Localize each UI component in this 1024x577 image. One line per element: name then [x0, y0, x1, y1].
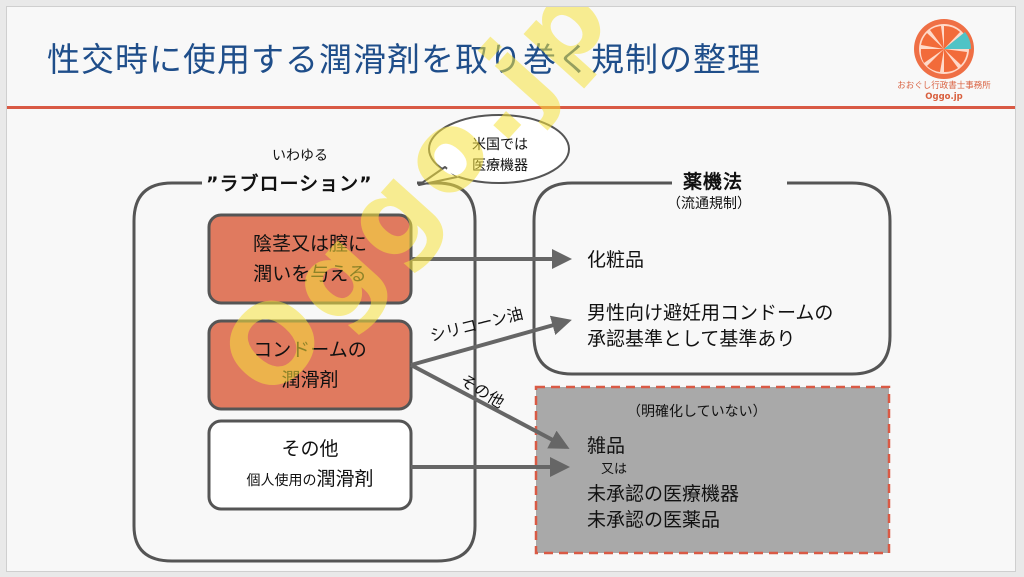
- unclear-line1: 雑品: [587, 435, 626, 457]
- yakki-item-condom-line2: 承認基準として基準あり: [587, 328, 796, 350]
- orange-slice-icon: [914, 19, 974, 79]
- unclear-line4: 未承認の医薬品: [587, 509, 721, 531]
- logo: おおぐし行政書士事務所 Oggo.jp: [885, 17, 1003, 107]
- yakki-subtitle: （流通規制）: [667, 196, 751, 212]
- speech-bubble-line1: 米国では: [472, 137, 528, 153]
- unclear-line3: 未承認の医療機器: [587, 483, 740, 505]
- logo-caption-line2: Oggo.jp: [925, 92, 963, 102]
- page-title: 性交時に使用する潤滑剤を取り巻く規制の整理: [47, 40, 761, 79]
- diagram-canvas: [132, 114, 892, 563]
- box-other-text: その他 個人使用の潤滑剤: [209, 421, 411, 509]
- logo-caption: おおぐし行政書士事務所 Oggo.jp: [885, 81, 1003, 103]
- unclear-line2: 又は: [601, 462, 628, 477]
- speech-bubble-line2: 医療機器: [472, 158, 528, 174]
- arrow-other-to-unclear: [410, 363, 570, 449]
- slide: 性交時に使用する潤滑剤を取り巻く規制の整理 おおぐし行政書士事務所 Oggo.j…: [6, 6, 1016, 572]
- box2-line1: コンドームの: [253, 339, 367, 361]
- box-penis-vagina-text: 陰茎又は膣に 潤いを与える: [209, 215, 411, 303]
- box2-line2: 潤滑剤: [281, 369, 339, 391]
- box1-line2: 潤いを与える: [253, 263, 367, 285]
- yakki-item-condom-line1: 男性向け避妊用コンドームの: [587, 302, 834, 324]
- arrow-silicone-to-condom-standard: [410, 315, 572, 367]
- unclear-box: [534, 385, 891, 555]
- left-group-label-top: いわゆる: [272, 148, 328, 164]
- speech-bubble-text: 米国では 医療機器: [440, 135, 560, 177]
- box-condom-text: コンドームの 潤滑剤: [209, 321, 411, 409]
- box1-line1: 陰茎又は膣に: [252, 233, 367, 255]
- unclear-header: （明確化していない）: [627, 404, 767, 420]
- left-group-label: ”ラブローション”: [202, 169, 377, 196]
- yakki-title: 薬機法: [675, 167, 752, 194]
- box3-line1: その他: [281, 438, 339, 460]
- yakki-group-frame: [532, 181, 892, 376]
- left-group-frame: [132, 181, 477, 563]
- title-divider: [7, 106, 1015, 109]
- box3-line2-main: 潤滑剤: [316, 468, 374, 490]
- box3-line2: 個人使用の潤滑剤: [246, 464, 373, 496]
- speech-bubble: [418, 114, 570, 186]
- logo-caption-line1: おおぐし行政書士事務所: [897, 81, 991, 91]
- yakki-item-cosmetics: 化粧品: [587, 249, 645, 271]
- box3-line2-prefix: 個人使用の: [246, 473, 317, 489]
